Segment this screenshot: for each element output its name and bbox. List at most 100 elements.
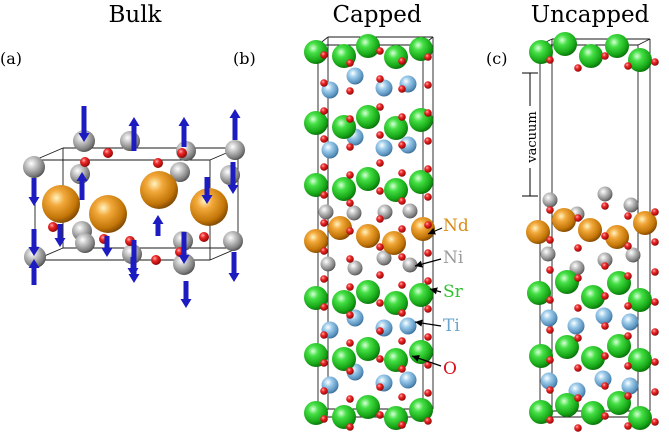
ni-atom	[542, 192, 558, 208]
ti-atom	[399, 371, 417, 389]
o-atom	[376, 271, 384, 279]
o-atom	[601, 232, 609, 240]
sr-atom	[356, 337, 380, 361]
o-atom	[424, 53, 432, 61]
o-atom	[424, 193, 432, 201]
o-atom	[320, 387, 328, 395]
spin-down-arrowhead	[101, 248, 113, 257]
spin-down-arrowhead	[228, 273, 240, 282]
o-atom	[574, 334, 582, 342]
sr-atom	[579, 44, 603, 68]
o-atom	[320, 79, 328, 87]
o-atom	[376, 215, 384, 223]
sr-atom	[332, 405, 356, 429]
ni-atom	[24, 246, 46, 268]
panel-b-letter: (b)	[233, 49, 256, 68]
o-atom	[601, 322, 609, 330]
o-atom	[80, 157, 90, 167]
ni-atom	[402, 257, 418, 273]
o-atom	[376, 243, 384, 251]
o-atom	[320, 51, 328, 59]
o-atom	[574, 214, 582, 222]
cell-edge	[637, 38, 651, 46]
spin-up-arrowhead	[128, 117, 140, 126]
spin-up-arrowhead	[152, 215, 164, 224]
o-atom	[651, 208, 659, 216]
sr-atom	[628, 348, 652, 372]
sr-atom	[409, 283, 433, 307]
ni-atom	[623, 197, 639, 213]
spin-arrow-shaft	[57, 224, 63, 238]
o-atom	[424, 361, 432, 369]
o-atom	[398, 225, 406, 233]
sr-atom	[555, 270, 579, 294]
spin-arrow-shaft	[79, 181, 85, 200]
o-atom	[574, 244, 582, 252]
o-atom	[424, 389, 432, 397]
sr-atom	[332, 290, 356, 314]
sr-atom	[409, 398, 433, 422]
o-atom	[320, 359, 328, 367]
sr-atom	[581, 285, 605, 309]
sr-atom	[555, 335, 579, 359]
o-atom	[424, 165, 432, 173]
ti-atom	[540, 309, 558, 327]
spin-down-arrowhead	[28, 247, 40, 256]
spin-up-arrowhead	[28, 259, 40, 268]
o-atom	[376, 47, 384, 55]
sr-atom	[581, 401, 605, 425]
sr-atom	[332, 347, 356, 371]
o-atom	[346, 395, 354, 403]
o-atom	[376, 103, 384, 111]
sr-atom	[356, 395, 380, 419]
ti-atom	[621, 377, 639, 395]
spin-arrow-shaft	[31, 178, 37, 197]
ni-atom	[625, 247, 641, 263]
spin-up-arrowhead	[229, 109, 241, 118]
o-atom	[398, 253, 406, 261]
o-atom	[601, 412, 609, 420]
o-atom	[346, 115, 354, 123]
sr-atom	[304, 173, 328, 197]
o-atom	[424, 277, 432, 285]
sr-atom	[628, 288, 652, 312]
spin-up-arrowhead	[76, 172, 88, 181]
ti-atom	[567, 317, 585, 335]
o-atom	[651, 358, 659, 366]
o-atom	[376, 355, 384, 363]
o-atom	[546, 56, 554, 64]
o-atom	[574, 304, 582, 312]
o-atom	[546, 296, 554, 304]
sr-atom	[628, 48, 652, 72]
o-atom	[346, 339, 354, 347]
o-atom	[320, 219, 328, 227]
spin-arrow-shaft	[130, 257, 136, 268]
sr-atom	[555, 393, 579, 417]
nd-atom	[140, 171, 178, 209]
o-atom	[546, 266, 554, 274]
o-atom	[320, 247, 328, 255]
o-atom	[546, 326, 554, 334]
spin-arrow-shaft	[183, 281, 189, 299]
spin-down-arrowhead	[78, 133, 90, 142]
o-atom	[398, 365, 406, 373]
spin-arrow-shaft	[230, 162, 236, 185]
ti-atom	[621, 313, 639, 331]
spin-down-arrowhead	[127, 268, 139, 277]
o-atom	[320, 107, 328, 115]
o-atom	[424, 249, 432, 257]
ni-atom	[597, 186, 613, 202]
ti-atom	[399, 136, 417, 154]
ni-atom	[120, 131, 140, 151]
o-atom	[424, 221, 432, 229]
ti-atom	[399, 317, 417, 335]
o-atom	[624, 392, 632, 400]
o-atom	[320, 415, 328, 423]
spin-arrow-shaft	[131, 126, 137, 151]
sr-atom	[607, 334, 631, 358]
o-atom	[398, 169, 406, 177]
ni-atom	[320, 256, 336, 272]
ni-atom	[220, 165, 240, 185]
sr-atom	[356, 167, 380, 191]
ni-atom	[347, 260, 363, 276]
